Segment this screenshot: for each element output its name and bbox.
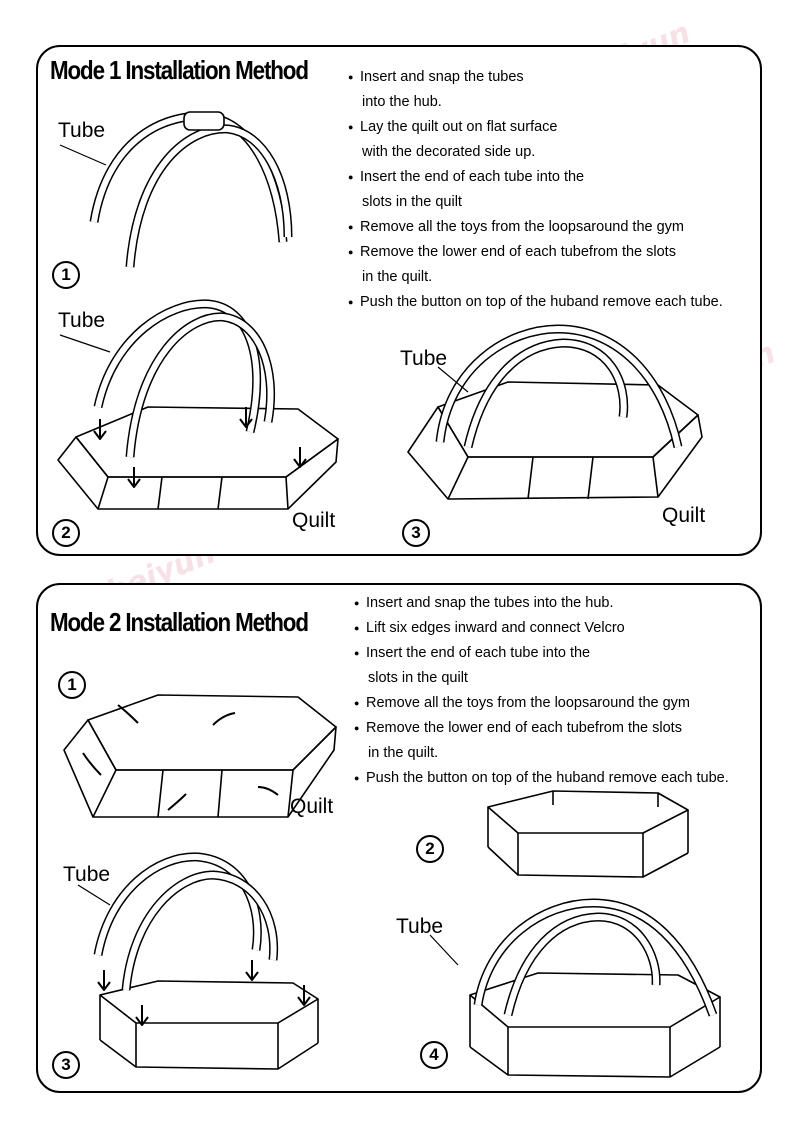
mode2-step: Remove all the toys from the loopsaround… — [354, 691, 729, 716]
mode2-fig1 — [63, 694, 337, 818]
mode1-illustrations — [57, 111, 703, 510]
quilt-label: Quilt — [662, 504, 706, 527]
mode2-steps: Insert and snap the tubes into the hub. … — [354, 591, 729, 791]
mode2-step: Lift six edges inward and connect Velcro — [354, 616, 729, 641]
tube-label: Tube — [63, 863, 111, 886]
mode1-step: Remove all the toys from the loopsaround… — [348, 215, 723, 240]
tube-label: Tube — [400, 347, 448, 370]
mode1-fig2 — [57, 299, 339, 510]
mode2-title: Mode 2 Installation Method — [50, 607, 309, 637]
quilt-label: Quilt — [290, 795, 334, 818]
step-number-badge: 1 — [58, 671, 86, 699]
mode2-step: Push the button on top of the huband rem… — [354, 766, 729, 791]
mode1-step: Remove the lower end of each tubefrom th… — [348, 240, 723, 290]
tube-label: Tube — [396, 915, 444, 938]
quilt-label: Quilt — [292, 509, 336, 532]
step-number-badge: 2 — [416, 835, 444, 863]
step-number-badge: 2 — [52, 519, 80, 547]
tube-label: Tube — [58, 119, 106, 142]
mode2-step: Remove the lower end of each tubefrom th… — [354, 716, 729, 766]
step-number-badge: 1 — [52, 261, 80, 289]
mode2-step: Insert and snap the tubes into the hub. — [354, 591, 729, 616]
mode1-title: Mode 1 Installation Method — [50, 55, 309, 85]
mode2-step: Insert the end of each tube into theslot… — [354, 641, 729, 691]
step-number-badge: 3 — [52, 1051, 80, 1079]
mode2-panel: Mode 2 Installation Method Insert and sn… — [36, 583, 762, 1093]
mode2-fig4 — [429, 898, 721, 1078]
mode1-step: Push the button on top of the huband rem… — [348, 290, 723, 315]
mode1-panel: Mode 1 Installation Method Insert and sn… — [36, 45, 762, 556]
mode1-fig3 — [407, 324, 703, 500]
mode2-illustrations — [63, 694, 721, 1078]
tube-label: Tube — [58, 309, 106, 332]
step-number-badge: 3 — [402, 519, 430, 547]
mode2-fig3 — [77, 852, 319, 1070]
mode1-fig1-arches — [59, 111, 293, 268]
mode1-step: Insert the end of each tube into theslot… — [348, 165, 723, 215]
mode2-fig2 — [487, 790, 689, 878]
step-number-badge: 4 — [420, 1041, 448, 1069]
